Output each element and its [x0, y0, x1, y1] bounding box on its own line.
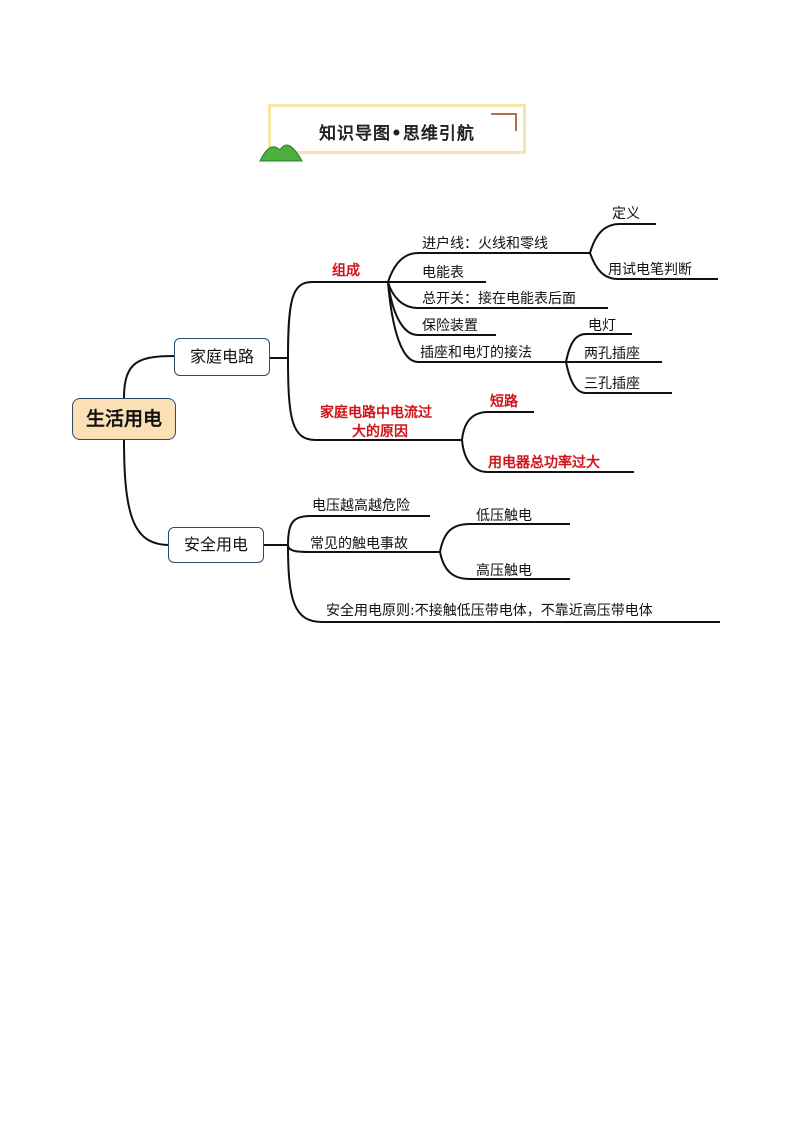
socket-lamp-label: 电灯 [588, 318, 616, 334]
entry-wire-label: 进户线：火线和零线 [422, 236, 548, 252]
branch-safety: 安全用电 [168, 527, 264, 563]
branch-home-circuit: 家庭电路 [174, 338, 270, 376]
socket-two-hole-label: 两孔插座 [584, 346, 640, 362]
title-box: 知识导图•思维引航 [268, 104, 526, 154]
socket-wiring-label: 插座和电灯的接法 [420, 345, 532, 361]
entry-tester-label: 用试电笔判断 [608, 262, 692, 278]
socket-three-hole-label: 三孔插座 [584, 376, 640, 392]
title-corner-mark [491, 113, 517, 131]
meter-label: 电能表 [422, 265, 464, 281]
fuse-label: 保险装置 [422, 318, 478, 334]
composition-label: 组成 [332, 263, 360, 279]
entry-definition-label: 定义 [612, 206, 640, 222]
accidents-label: 常见的触电事故 [310, 536, 408, 552]
safety-principle-label: 安全用电原则:不接触低压带电体，不靠近高压带电体 [326, 603, 653, 619]
overcurrent-label-line1: 家庭电路中电流过 [320, 405, 432, 421]
hills-icon [259, 144, 303, 162]
page-title: 知识导图•思维引航 [319, 124, 475, 144]
low-voltage-label: 低压触电 [476, 508, 532, 524]
overcurrent-label-line2: 大的原因 [352, 424, 408, 440]
short-circuit-label: 短路 [490, 394, 518, 410]
high-voltage-label: 高压触电 [476, 563, 532, 579]
root-node: 生活用电 [72, 398, 176, 440]
overload-label: 用电器总功率过大 [488, 455, 600, 471]
main-switch-label: 总开关：接在电能表后面 [422, 291, 576, 307]
voltage-danger-label: 电压越高越危险 [312, 498, 410, 514]
